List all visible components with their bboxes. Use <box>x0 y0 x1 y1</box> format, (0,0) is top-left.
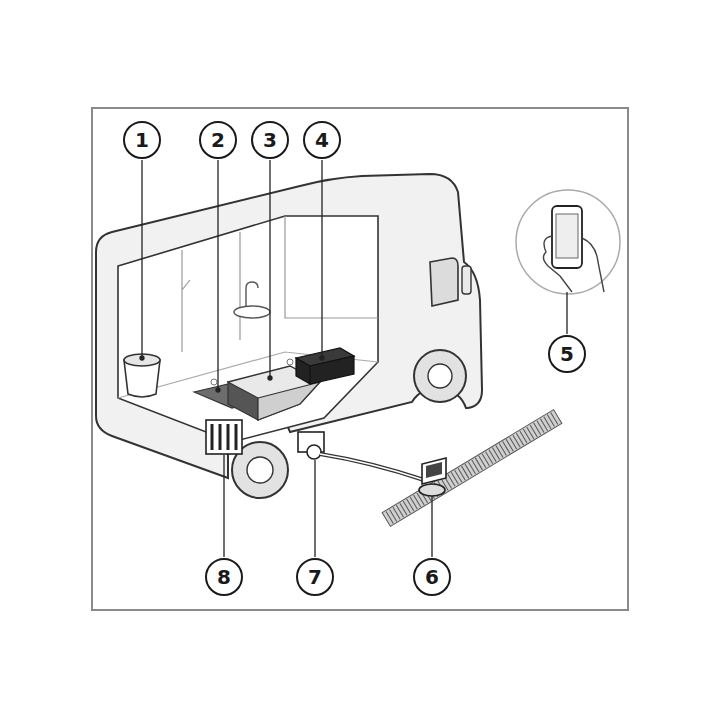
drain-lid <box>422 458 446 484</box>
valves <box>212 424 236 450</box>
floor-drain <box>287 359 293 365</box>
leader-lines <box>140 160 567 557</box>
control-unit <box>206 420 242 454</box>
callout-circle: 5 <box>548 335 586 373</box>
hub <box>247 457 273 483</box>
callout-number: 1 <box>135 130 149 150</box>
drain-base <box>419 484 445 496</box>
callout-circle: 7 <box>296 558 334 596</box>
hand <box>543 236 604 292</box>
callout-number: 4 <box>315 130 329 150</box>
callout-number: 8 <box>217 567 231 587</box>
toilet-lid <box>124 354 160 366</box>
sink <box>234 306 270 318</box>
cab-window <box>430 258 458 306</box>
inlet <box>307 445 321 459</box>
callout-circle: 6 <box>413 558 451 596</box>
module-side <box>228 382 258 420</box>
frame <box>92 108 628 610</box>
callout-number: 3 <box>263 130 277 150</box>
tap <box>246 282 258 306</box>
mirror <box>462 266 471 294</box>
hub <box>428 364 452 388</box>
van-body <box>96 174 482 478</box>
callout-number: 5 <box>560 344 574 364</box>
front-wheel <box>414 350 466 402</box>
callout-number: 6 <box>425 567 439 587</box>
floor-drain <box>211 379 217 385</box>
callout-circle: 4 <box>303 121 341 159</box>
callout-circle: 1 <box>123 121 161 159</box>
callout-number: 7 <box>308 567 322 587</box>
battery-body <box>296 356 354 384</box>
callout-number: 2 <box>211 130 225 150</box>
shower-door <box>182 232 240 352</box>
hose-core <box>320 454 424 480</box>
van-interior <box>118 216 378 442</box>
drain-opening <box>426 462 442 478</box>
phone-vignette <box>516 190 620 294</box>
callout-circle: 8 <box>205 558 243 596</box>
phone-screen <box>556 214 578 258</box>
callout-circle: 3 <box>251 121 289 159</box>
smartphone <box>552 206 582 268</box>
hose <box>320 454 424 480</box>
callout-circle: 2 <box>199 121 237 159</box>
module-front <box>258 382 320 420</box>
drain-channel <box>382 410 562 527</box>
wall-corner <box>285 216 378 318</box>
